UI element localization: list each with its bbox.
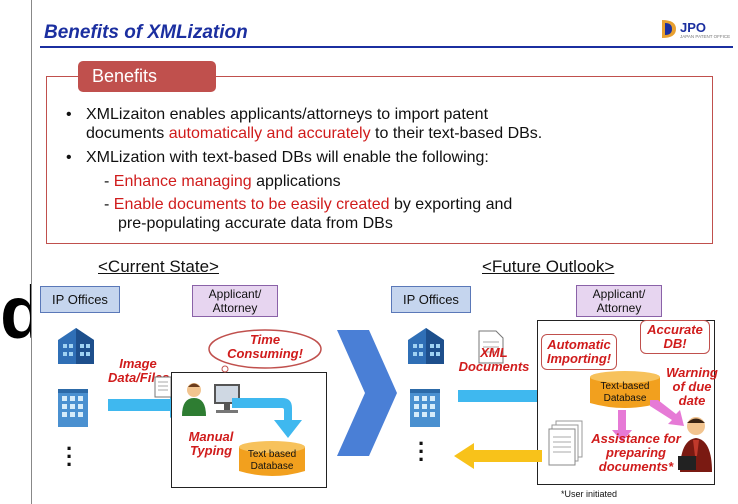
office-tower-icon bbox=[410, 389, 440, 427]
xml-document-icon bbox=[478, 330, 504, 364]
more-offices-dots: ··· bbox=[66, 436, 74, 477]
arrow-down-right-icon bbox=[650, 400, 684, 426]
office-building-icon bbox=[408, 328, 444, 364]
more-offices-dots: ··· bbox=[418, 431, 426, 472]
emphasis-text: automatically and accurately bbox=[168, 125, 371, 142]
benefit-line-2: documents automatically and accurately t… bbox=[86, 125, 543, 142]
current-state-heading: <Current State> bbox=[98, 257, 219, 276]
arrow-right-icon bbox=[108, 392, 188, 418]
logo-text: JPO bbox=[680, 20, 707, 35]
ip-offices-box: IP Offices bbox=[391, 286, 471, 313]
businessman-icon bbox=[678, 417, 712, 472]
logo-subtext: JAPAN PATENT OFFICE bbox=[680, 34, 731, 39]
slide-title: Benefits of XMLization bbox=[44, 22, 248, 43]
emphasis-text: Enable documents to be easily created bbox=[113, 196, 390, 213]
thought-cloud-icon bbox=[208, 329, 322, 373]
emphasis-text: Enhance managing bbox=[113, 173, 252, 190]
sub-benefit-2-cont: pre-populating accurate data from DBs bbox=[118, 215, 393, 232]
database-icon bbox=[239, 441, 305, 476]
document-stack-icon bbox=[548, 420, 583, 466]
benefits-box bbox=[46, 76, 713, 244]
document-icon bbox=[154, 376, 172, 398]
database-icon bbox=[590, 371, 660, 408]
future-outlook-heading: <Future Outlook> bbox=[482, 257, 615, 276]
benefit-line-3: XMLization with text-based DBs will enab… bbox=[86, 149, 489, 166]
office-building-icon bbox=[58, 328, 94, 364]
transition-arrow-icon bbox=[337, 330, 397, 456]
benefit-line-1: XMLizaiton enables applicants/attorneys … bbox=[86, 106, 489, 123]
jpo-logo-icon bbox=[662, 20, 676, 38]
bullet-point: • bbox=[66, 149, 72, 166]
ip-offices-box: IP Offices bbox=[40, 286, 120, 313]
accurate-db-callout bbox=[640, 320, 710, 354]
benefits-tab: Benefits bbox=[78, 61, 216, 92]
person-at-computer-icon bbox=[182, 383, 240, 416]
sub-benefit-2: - Enable documents to be easily created … bbox=[104, 196, 513, 213]
sub-benefit-1: - Enhance managing applications bbox=[104, 173, 341, 190]
office-tower-icon bbox=[58, 389, 88, 427]
arrow-down-icon bbox=[612, 410, 632, 442]
applicant-attorney-box: Applicant/Attorney bbox=[576, 285, 662, 317]
title-divider bbox=[40, 46, 733, 48]
arrow-down-right-icon bbox=[232, 398, 302, 438]
applicant-attorney-box: Applicant/Attorney bbox=[192, 285, 278, 317]
arrow-left-icon bbox=[454, 443, 542, 469]
footnote: *User initiated bbox=[561, 489, 618, 499]
bullet-point: • bbox=[66, 106, 72, 123]
automatic-importing-callout bbox=[541, 334, 617, 370]
arrow-right-icon bbox=[458, 383, 594, 409]
